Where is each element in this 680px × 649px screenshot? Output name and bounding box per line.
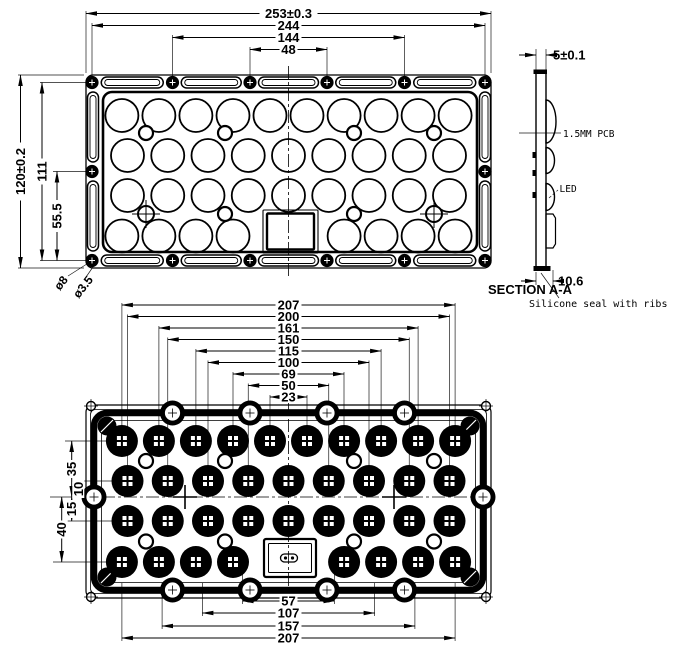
dim-bottom-107: 107: [278, 606, 300, 621]
section-body: [535, 72, 547, 271]
connector-profile: [545, 213, 557, 249]
dim-left-35: 35: [64, 462, 79, 476]
dim-bottom-200: 200: [278, 309, 300, 324]
top-view: 253±0.3 244 144 48 120±0.2 111 55.5 ø8 ø…: [13, 6, 493, 301]
dim-bottom-57: 57: [281, 594, 295, 609]
dim-bottom-50: 50: [281, 378, 295, 393]
section-title: SECTION A-A: [488, 282, 573, 297]
bottom-view-dimensions: 207 200 161 150 115 100 69 50 23 57 107 …: [54, 298, 456, 646]
section-view: 5±0.1 1.5MM PCB LED 10.6 SECTION A-A Sil…: [488, 48, 667, 311]
dim-overall-height: 120±0.2: [13, 148, 28, 195]
connector-recess: [262, 209, 319, 254]
edge-slots: [86, 76, 492, 267]
dim-left-10: 10: [71, 482, 86, 496]
dim-bottom-157: 157: [278, 619, 300, 634]
dim-screw-span-55-5: 55.5: [50, 203, 65, 228]
dim-bottom-207b: 207: [278, 631, 300, 646]
silicone-seal-note: Silicone seal with ribs: [529, 299, 667, 310]
dim-left-15: 15: [64, 502, 79, 516]
dim-bottom-161: 161: [278, 321, 300, 336]
bottom-view: 207 200 161 150 115 100 69 50 23 57 107 …: [50, 298, 497, 646]
dim-overall-width: 253±0.3: [265, 6, 312, 21]
section-dim-width: 10.6: [558, 274, 583, 289]
dim-screw-span-111: 111: [35, 161, 50, 181]
dim-left-40: 40: [54, 522, 69, 536]
dim-bottom-23: 23: [281, 390, 295, 405]
hole-diameter-label-inner: ø3.5: [70, 273, 96, 301]
dim-bottom-150: 150: [278, 332, 300, 347]
led-label: LED: [560, 184, 577, 195]
pcb-label: 1.5MM PCB: [563, 129, 615, 140]
dim-screw-span-244: 244: [278, 18, 300, 33]
dim-screw-span-144: 144: [278, 30, 300, 45]
section-dim-thickness: 5±0.1: [553, 48, 585, 63]
dim-bottom-69: 69: [281, 367, 295, 382]
dim-screw-span-48: 48: [281, 42, 295, 57]
dim-bottom-207t: 207: [278, 298, 300, 313]
dim-bottom-100: 100: [278, 355, 300, 370]
dim-bottom-115: 115: [278, 344, 299, 359]
connector-box-bottom: [262, 537, 318, 579]
lens-dome-profile: [545, 99, 557, 144]
